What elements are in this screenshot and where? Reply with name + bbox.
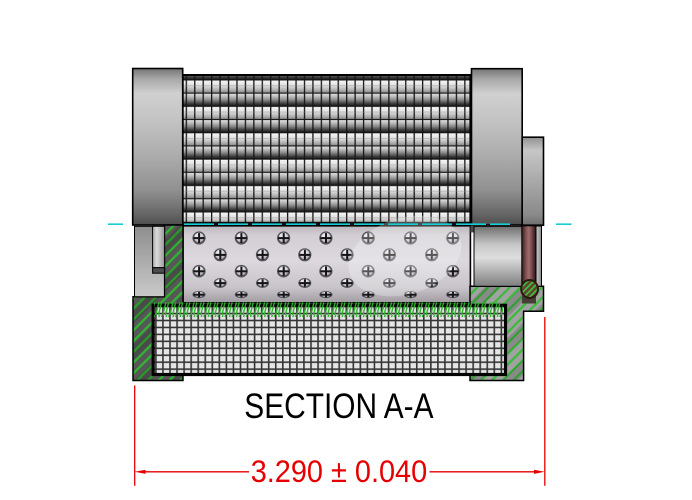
svg-text:3.290 ± 0.040: 3.290 ± 0.040	[251, 453, 428, 489]
svg-text:SECTION A-A: SECTION A-A	[244, 387, 434, 426]
